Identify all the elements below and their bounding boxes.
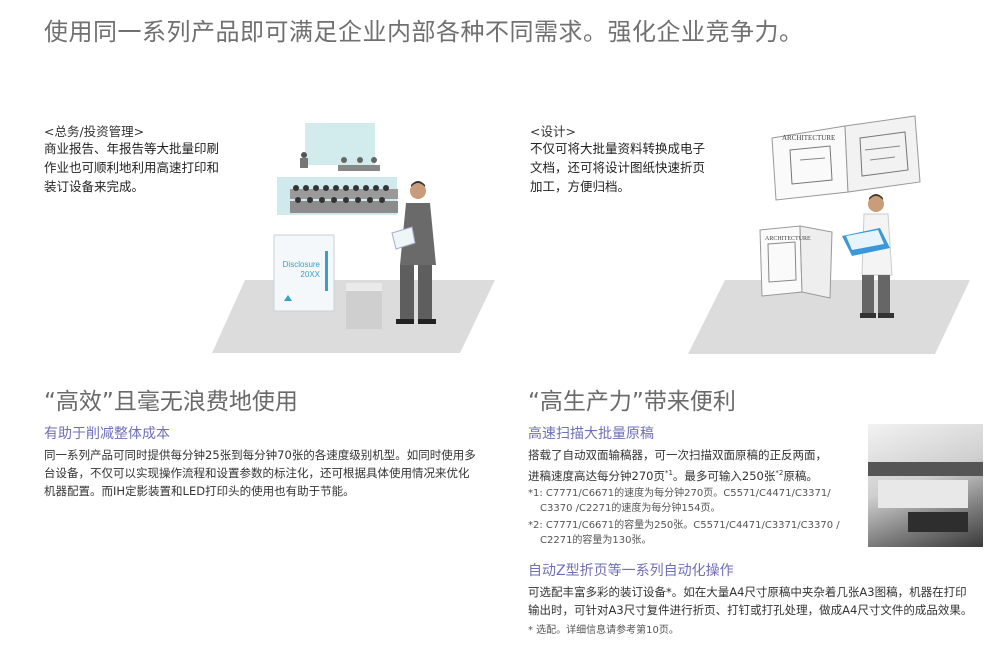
right-desc-line: 文档，还可将设计图纸快速折页 [530,160,706,175]
right-scene-description: 不仅可将大批量资料转换成电子 文档，还可将设计图纸快速折页 加工，方便归档。 [530,139,705,196]
audience-rows [290,185,398,213]
left-section-title: “高效”且毫无浪费地使用 [44,389,298,415]
scanner-photo [868,424,983,547]
right-section-title: “高生产力”带来便利 [528,389,736,415]
report-booklet [273,234,335,312]
options-footnote: * 选配。详细信息请参考第10页。 [528,625,679,636]
right-scene-category: <设计> [530,124,576,139]
drawing-label-small: ARCHITECTURE [765,236,811,242]
presentation-screen [305,123,375,165]
drawing-label: ARCHITECTURE [782,134,835,142]
left-desc-line: 装订设备来完成。 [44,179,145,194]
page-headline: 使用同一系列产品即可满足企业内部各种不同需求。强化企业竞争力。 [44,18,804,46]
booklet-year: 20XX [300,270,320,279]
speaker-head [301,152,307,158]
right-desc-line: 不仅可将大批量资料转换成电子 [530,141,706,156]
floor-platform [688,280,970,354]
left-desc-line: 作业也可顺利地利用高速打印和 [44,160,220,175]
paper-stack [346,287,382,329]
panelists [338,157,380,171]
left-scene-category: <总务/投资管理> [44,124,145,139]
left-body-line: 同一系列产品可同时提供每分钟25张到每分钟70张的各速度级别机型。如同时使用多 [44,448,476,462]
designer-figure [842,194,894,318]
right-desc-line: 加工，方便归档。 [530,179,631,194]
architecture-drawing-large: ARCHITECTURE [771,115,921,201]
architecture-drawing-small: ARCHITECTURE [759,225,833,299]
speed-note: *1: C7771/C6671的速度为每分钟270页。C5571/C4471/C… [528,488,831,514]
left-body-line: 机器配置。而IH定影装置和LED打印头的使用也有助于节能。 [44,484,355,498]
scan-body: 搭载了自动双面输稿器，可一次扫描双面原稿的正反两面， 进稿速度高达每分钟270页… [528,446,868,485]
business-illustration: Disclosure 20XX [212,123,495,353]
left-body-line: 台设备，不仅可以实现操作流程和设置参数的标注化，还可根据具体使用情况来优化 [44,466,470,480]
folding-body-line: 可选配丰富多彩的装订设备*。如在大量A4尺寸原稿中夹杂着几张A3图稿，机器在打印 [528,585,967,599]
folding-body-line: 输出时，可针对A3尺寸复件进行折页、打钉或打孔处理，做成A4尺寸文件的成品效果。 [528,603,973,617]
scan-subtitle: 高速扫描大批量原稿 [528,426,654,442]
left-desc-line: 商业报告、年报告等大批量印刷 [44,141,220,156]
scan-body-line: 搭载了自动双面输稿器，可一次扫描双面原稿的正反两面， [528,448,827,462]
booklet-logo-icon [284,295,292,301]
scan-body-line: 进稿速度高达每分钟270页*1。最多可输入250张*2原稿。 [528,468,818,483]
businessman-figure [391,181,436,324]
left-scene-description: 商业报告、年报告等大批量印刷 作业也可顺利地利用高速打印和 装订设备来完成。 [44,139,219,196]
left-section-subtitle: 有助于削减整体成本 [44,426,170,442]
booklet-title: Disclosure [283,260,321,269]
folding-subtitle: 自动Z型折页等一系列自动化操作 [528,563,734,579]
capacity-note: *2: C7771/C6671的容量为250张。C5571/C4471/C337… [528,520,840,546]
left-section-body: 同一系列产品可同时提供每分钟25张到每分钟70张的各速度级别机型。如同时使用多 … [44,446,504,500]
folding-body: 可选配丰富多彩的装订设备*。如在大量A4尺寸原稿中夹杂着几张A3图稿，机器在打印… [528,583,988,619]
design-illustration: ARCHITECTURE ARCHITECTURE [688,115,970,354]
